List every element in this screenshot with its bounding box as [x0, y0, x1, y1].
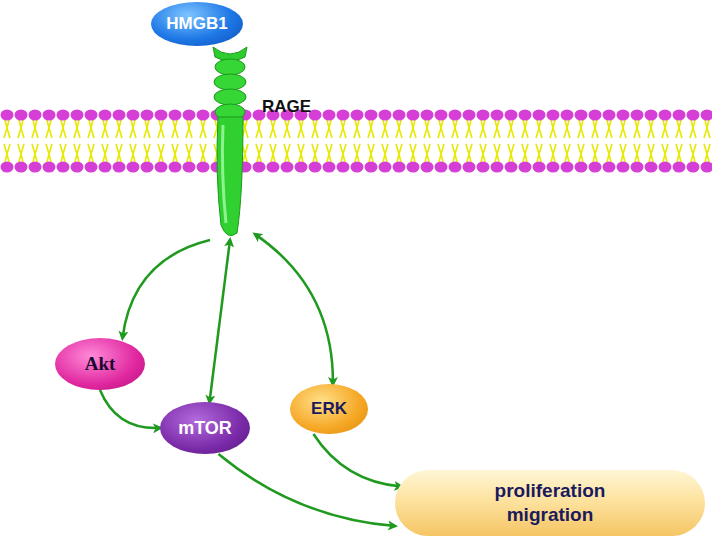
node-label: mTOR	[178, 418, 232, 439]
kinase-ellipse: Akt	[55, 338, 145, 390]
node-label: HMGB1	[166, 14, 227, 34]
node-label: Akt	[85, 353, 116, 375]
outcome-pill: proliferation migration	[395, 470, 705, 536]
signal-arrow	[123, 240, 211, 338]
node-label: proliferation migration	[450, 479, 650, 527]
ligand-ellipse: HMGB1	[151, 2, 242, 46]
signal-arrow	[100, 390, 160, 428]
receptor-shape	[205, 45, 255, 240]
node-label: RAGE	[262, 97, 311, 117]
kinase-ellipse: ERK	[290, 384, 368, 434]
signal-arrow	[210, 240, 231, 402]
signal-arrow	[313, 434, 401, 487]
receptor: RAGE	[205, 45, 255, 240]
node-label: ERK	[311, 399, 347, 419]
signal-arrow	[255, 234, 333, 384]
kinase-ellipse: mTOR	[160, 402, 250, 454]
signal-arrow	[219, 454, 396, 526]
